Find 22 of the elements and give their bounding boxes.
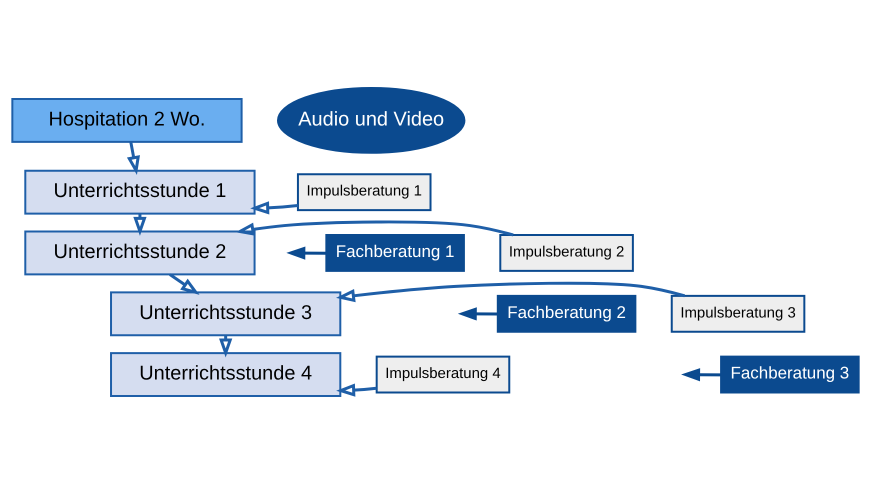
node-box: Fachberatung 2 [496, 294, 636, 333]
node-ellipse: Audio und Video [277, 86, 466, 154]
node-box: Unterrichtsstunde 3 [110, 291, 342, 336]
arrow [126, 142, 140, 175]
arrow [681, 368, 722, 382]
node-box: Hospitation 2 Wo. [11, 98, 243, 143]
node-box: Fachberatung 1 [325, 234, 465, 272]
arrow [286, 246, 326, 260]
node-box: Impulsberatung 2 [499, 234, 634, 272]
arrow [250, 201, 298, 215]
node-box: Unterrichtsstunde 4 [110, 352, 342, 398]
node-box: Impulsberatung 3 [670, 294, 806, 333]
node-box: Unterrichtsstunde 1 [24, 170, 256, 215]
node-box: Impulsberatung 1 [296, 173, 432, 212]
node-box: Unterrichtsstunde 2 [24, 230, 256, 276]
arrow [458, 307, 498, 321]
arrow [235, 220, 514, 236]
node-box: Fachberatung 3 [720, 356, 860, 394]
arrow [336, 383, 377, 397]
arrow [169, 273, 200, 295]
arrow [336, 282, 686, 302]
node-box: Impulsberatung 4 [376, 356, 510, 394]
